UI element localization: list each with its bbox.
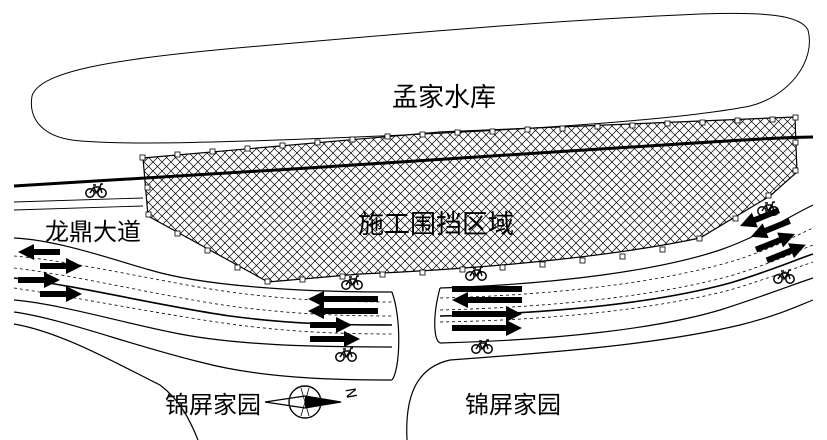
community-label-right: 锦屏家园	[465, 391, 561, 419]
community-label-left: 锦屏家园	[165, 391, 261, 419]
reservoir-outline	[30, 12, 810, 144]
compass-north-label: N	[341, 387, 359, 400]
bicycle-icon	[335, 347, 357, 362]
lane-arrow-icon	[308, 303, 350, 319]
lane-arrow-icon	[308, 291, 350, 307]
bicycle-icon	[465, 266, 487, 281]
construction-zone-label: 施工围挡区域	[358, 210, 514, 240]
lane-arrow-icon	[18, 272, 60, 288]
road-label: 龙鼎大道	[45, 218, 141, 246]
lane-arrow-icon	[18, 244, 60, 260]
construction-zone-area	[142, 116, 798, 283]
construction-boundary-markers	[139, 114, 799, 285]
road-centerline-thick	[13, 135, 814, 188]
lane-arrows	[18, 202, 809, 347]
left-sidewalk	[13, 197, 144, 211]
bicycle-icon	[85, 183, 107, 198]
reservoir-label: 孟家水库	[392, 83, 496, 113]
lane-arrow-icon	[40, 258, 82, 274]
compass-icon	[264, 385, 342, 419]
